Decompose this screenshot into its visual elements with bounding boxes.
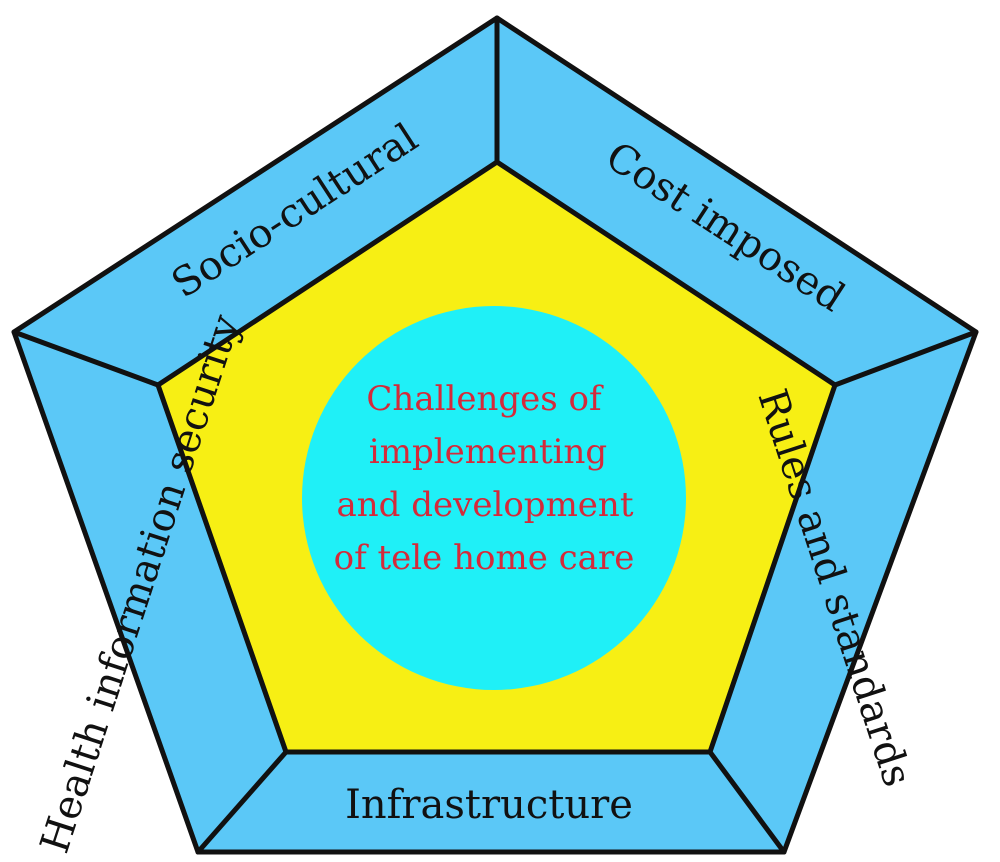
center-circle <box>302 306 686 690</box>
center-line-2: implementing <box>369 432 607 472</box>
center-line-3: and development <box>337 485 634 525</box>
center-line-4: of tele home care <box>334 538 635 578</box>
center-text: Challenges of implementing and developme… <box>334 379 635 578</box>
corner-line-left <box>11 329 161 388</box>
corner-lines <box>11 15 979 855</box>
label-infrastructure: Infrastructure <box>345 782 633 828</box>
corner-line-bottom-right <box>707 749 787 855</box>
corner-line-bottom-left <box>195 749 289 855</box>
corner-line-right <box>832 329 979 388</box>
center-line-1: Challenges of <box>366 379 604 419</box>
